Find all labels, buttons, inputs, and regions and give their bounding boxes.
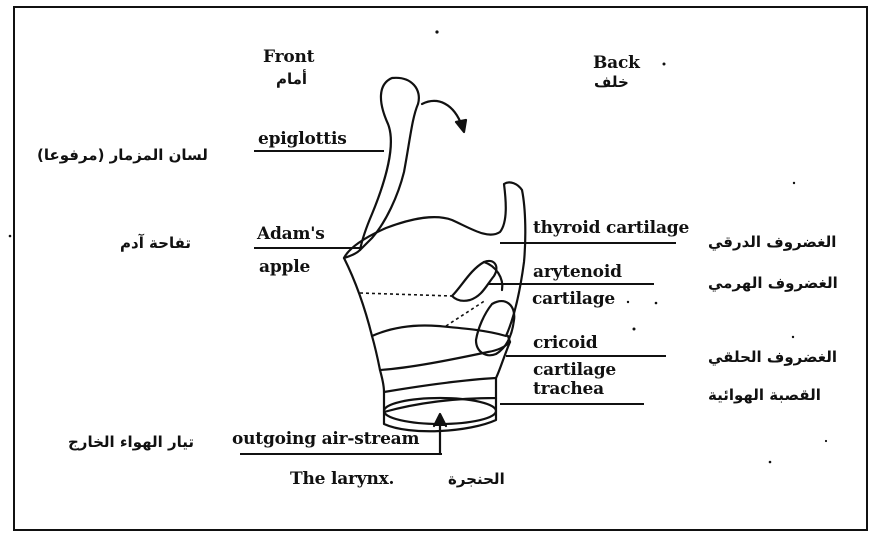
cricoid-label-line1: cricoid [533, 334, 597, 352]
caption-ar: الحنجرة [448, 470, 505, 488]
vocal-fold-line-1 [360, 293, 452, 296]
arytenoid-label-ar: الغضروف الهرمي [708, 274, 838, 292]
thyroid-label: thyroid cartilage [533, 219, 689, 237]
epiglottis-shape [360, 78, 419, 250]
adams-apple-label-line1: Adam's [257, 225, 325, 243]
epiglottis-label: epiglottis [258, 130, 347, 148]
back-label-en: Back [593, 54, 640, 72]
epiglottis-label-ar: لسان المزمار (مرفوعا) [37, 146, 208, 164]
cricoid-cartilage-shape [372, 336, 510, 370]
cricoid-label-line2: cartilage [533, 361, 616, 379]
arytenoid-label-line2: cartilage [532, 290, 615, 308]
thyroid-label-ar: الغضروف الدرقي [708, 233, 836, 251]
arytenoid-cartilage-shape [452, 261, 496, 301]
airstream-label-ar: تيار الهواء الخارج [68, 433, 194, 451]
airstream-label: outgoing air-stream [232, 430, 419, 448]
adams-apple-label-ar: تفاحة آدم [120, 234, 191, 252]
trachea-label-ar: القصبة الهوائية [708, 386, 821, 404]
caption-en: The larynx. [290, 470, 394, 488]
back-label-ar: خلف [594, 73, 629, 91]
arytenoid-label-line1: arytenoid [533, 263, 622, 281]
front-label-en: Front [263, 48, 314, 66]
cricoid-label-ar: الغضروف الحلقي [708, 348, 837, 366]
epiglottis-motion-arrowhead [456, 120, 466, 132]
airstream-arrow-head [434, 414, 446, 426]
thyroid-cartilage-shape [344, 182, 525, 336]
front-label-ar: أمام [276, 70, 307, 88]
adams-apple-label-line2: apple [259, 258, 310, 276]
trachea-label: trachea [533, 380, 604, 398]
